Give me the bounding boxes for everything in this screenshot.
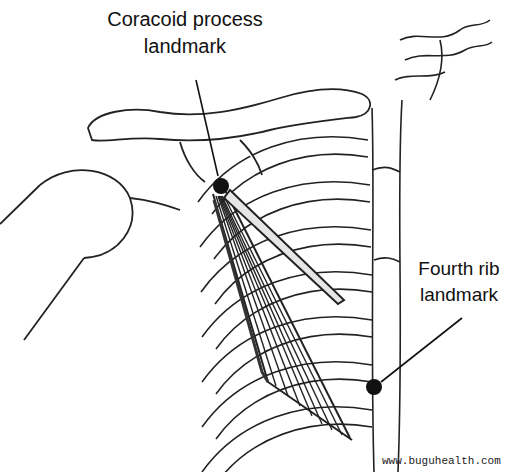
landmark-label: Fourth rib landmark xyxy=(406,256,512,307)
watermark: www.buguhealth.com xyxy=(382,455,501,467)
coracoid-dot xyxy=(213,178,229,194)
sternum xyxy=(372,100,402,472)
leader-lines xyxy=(196,80,462,382)
landmark-label: Coracoid process landmark xyxy=(80,6,290,60)
rib-dot xyxy=(366,379,382,395)
pectoralis-minor xyxy=(213,190,352,440)
humerus xyxy=(0,170,180,340)
ribs xyxy=(198,137,372,472)
clavicle-acromion xyxy=(88,89,370,182)
spine xyxy=(395,20,492,100)
